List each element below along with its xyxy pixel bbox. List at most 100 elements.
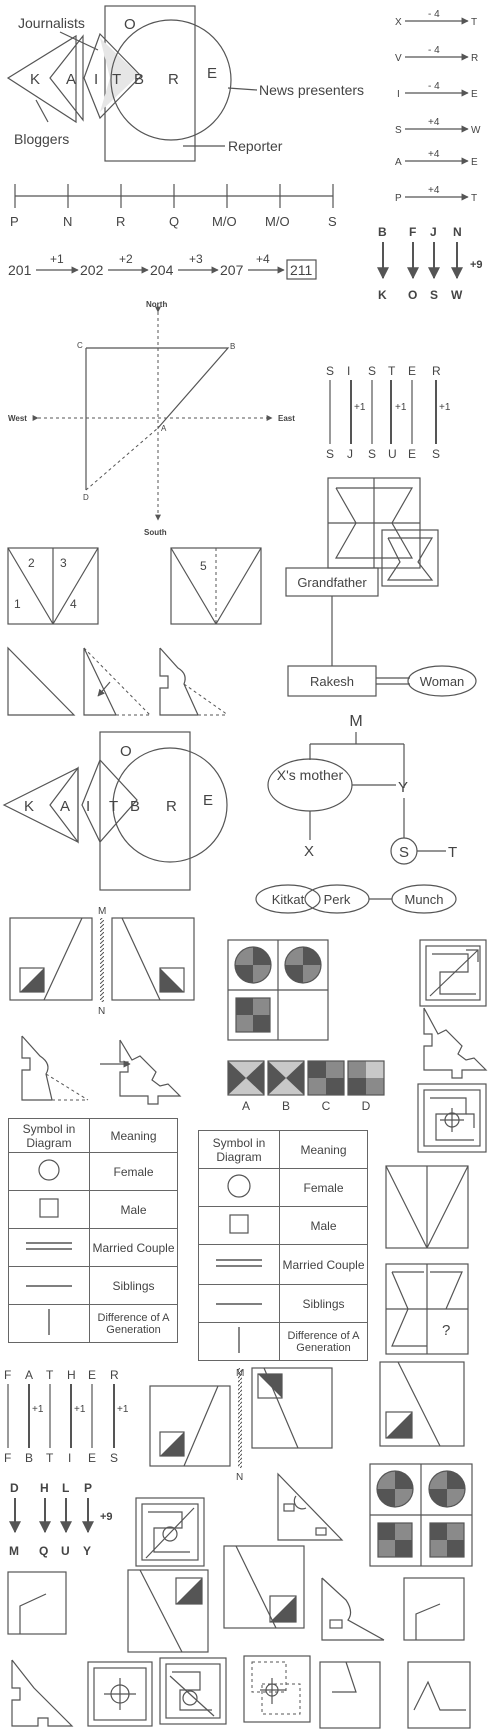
svg-text:I: I [397, 89, 400, 100]
folded-paper-left: 2 3 1 4 [7, 547, 99, 625]
option-b: B [282, 1099, 290, 1113]
shaded-region [100, 38, 139, 112]
svg-text:1: 1 [14, 597, 21, 611]
siblings-symbol [198, 1284, 280, 1323]
svg-text:Y: Y [398, 779, 408, 796]
plus9-arrows-top: B F J N +9 K O S W [377, 225, 483, 302]
bottom-row-figures-1 [7, 1545, 465, 1653]
female-symbol [198, 1168, 280, 1207]
svg-text:O: O [408, 288, 417, 302]
seat-7: S [328, 214, 337, 229]
svg-text:+4: +4 [428, 185, 440, 196]
label-reporter: Reporter [228, 138, 283, 154]
svg-text:+3: +3 [189, 252, 203, 266]
svg-text:T: T [46, 1451, 54, 1465]
svg-text:4: 4 [70, 597, 77, 611]
svg-text:X's mother: X's mother [277, 767, 344, 783]
rakesh-box [287, 665, 377, 697]
mirror-image-row2: M N [149, 1361, 465, 1483]
north-label: North [146, 300, 167, 309]
answer-box: 211 [290, 262, 313, 278]
svg-text:+1: +1 [439, 402, 451, 413]
option-c: C [322, 1099, 331, 1113]
seat-5: M/O [212, 214, 237, 229]
svg-text:J: J [430, 225, 437, 239]
svg-text:+9: +9 [470, 259, 483, 271]
family-tree-mother: M X's mother Y X S T [267, 713, 457, 865]
svg-text:- 4: - 4 [428, 81, 440, 92]
svg-text:+1: +1 [117, 1404, 129, 1415]
svg-text:O: O [120, 743, 132, 760]
west-label: West [8, 414, 27, 423]
svg-text:Rakesh: Rakesh [310, 674, 354, 689]
svg-text:+1: +1 [32, 1404, 44, 1415]
svg-text:+1: +1 [74, 1404, 86, 1415]
svg-text:M: M [9, 1544, 19, 1558]
svg-text:H: H [67, 1368, 76, 1382]
nested-square-figure-1 [419, 939, 487, 1007]
bloggers-triangle [6, 34, 77, 124]
nested-square-figure-3 [135, 1497, 205, 1567]
svg-text:U: U [388, 447, 397, 461]
svg-text:M: M [236, 1368, 244, 1379]
married-symbol [8, 1228, 90, 1267]
shift-row: S +4 W [395, 117, 481, 136]
sister-code: S I S T E R +1 +1 +1 S J S U E S [326, 364, 451, 461]
south-label: South [144, 528, 167, 537]
svg-text:T: T [109, 798, 118, 815]
svg-text:H: H [40, 1481, 49, 1495]
folded-paper-right: 5 [170, 547, 262, 625]
svg-text:A: A [25, 1368, 33, 1382]
seat-1: P [10, 214, 19, 229]
svg-text:I: I [347, 364, 350, 378]
svg-text:+9: +9 [100, 1511, 113, 1523]
svg-text:S: S [110, 1451, 118, 1465]
answer-options: A B C D [227, 1060, 385, 1113]
mirror-label-m: M [98, 906, 106, 917]
generation-symbol [198, 1322, 280, 1361]
family-tree-grandfather: Grandfather Rakesh Woman [285, 567, 477, 697]
svg-text:Woman: Woman [420, 674, 465, 689]
svg-text:Q: Q [39, 1544, 48, 1558]
region-t: T [112, 71, 121, 88]
circle-grid-figure [227, 939, 329, 1041]
svg-text:+4: +4 [428, 149, 440, 160]
region-a: A [66, 71, 76, 88]
east-label: East [278, 414, 295, 423]
svg-text:A: A [60, 798, 70, 815]
svg-text:D: D [10, 1481, 19, 1495]
svg-text:E: E [408, 364, 416, 378]
svg-text:Perk: Perk [324, 892, 351, 907]
label-journalists: Journalists [18, 15, 85, 31]
mirror-label-n: N [98, 1006, 105, 1017]
svg-text:+1: +1 [354, 402, 366, 413]
symbol-meaning-table-1: Symbol in Diagram Meaning Female Male Ma… [8, 1118, 178, 1343]
seat-6: M/O [265, 214, 290, 229]
bloggers-pointer [35, 99, 49, 123]
option-a: A [242, 1099, 250, 1113]
symbol-meaning-table-2: Symbol in Diagram Meaning Female Male Ma… [198, 1130, 368, 1361]
meaning-generation: Difference of A Generation [89, 1304, 178, 1343]
svg-text:Kitkat: Kitkat [272, 892, 305, 907]
svg-text:S: S [432, 447, 440, 461]
region-i: I [94, 71, 98, 88]
svg-text:N: N [453, 225, 462, 239]
journalists-pointer [59, 31, 99, 51]
svg-text:K: K [378, 288, 387, 302]
svg-text:A: A [395, 157, 402, 168]
chocolate-chain: Kitkat Perk Munch [255, 884, 457, 914]
svg-text:T: T [46, 1368, 54, 1382]
svg-text:L: L [62, 1481, 69, 1495]
number-series: 201 +1 202 +2 204 +3 207 +4 211 [8, 252, 317, 280]
mirror-image-row1: M N [9, 906, 195, 1017]
notched-triangle-right [423, 1007, 488, 1079]
svg-text:207: 207 [220, 262, 244, 278]
svg-text:W: W [451, 288, 463, 302]
journalists-diamond [83, 32, 142, 120]
svg-text:T: T [471, 193, 477, 204]
svg-text:B: B [378, 225, 387, 239]
notched-triangle-small [277, 1472, 344, 1541]
svg-text:Grandfather: Grandfather [297, 575, 367, 590]
svg-text:- 4: - 4 [428, 45, 440, 56]
svg-text:S: S [399, 844, 409, 861]
